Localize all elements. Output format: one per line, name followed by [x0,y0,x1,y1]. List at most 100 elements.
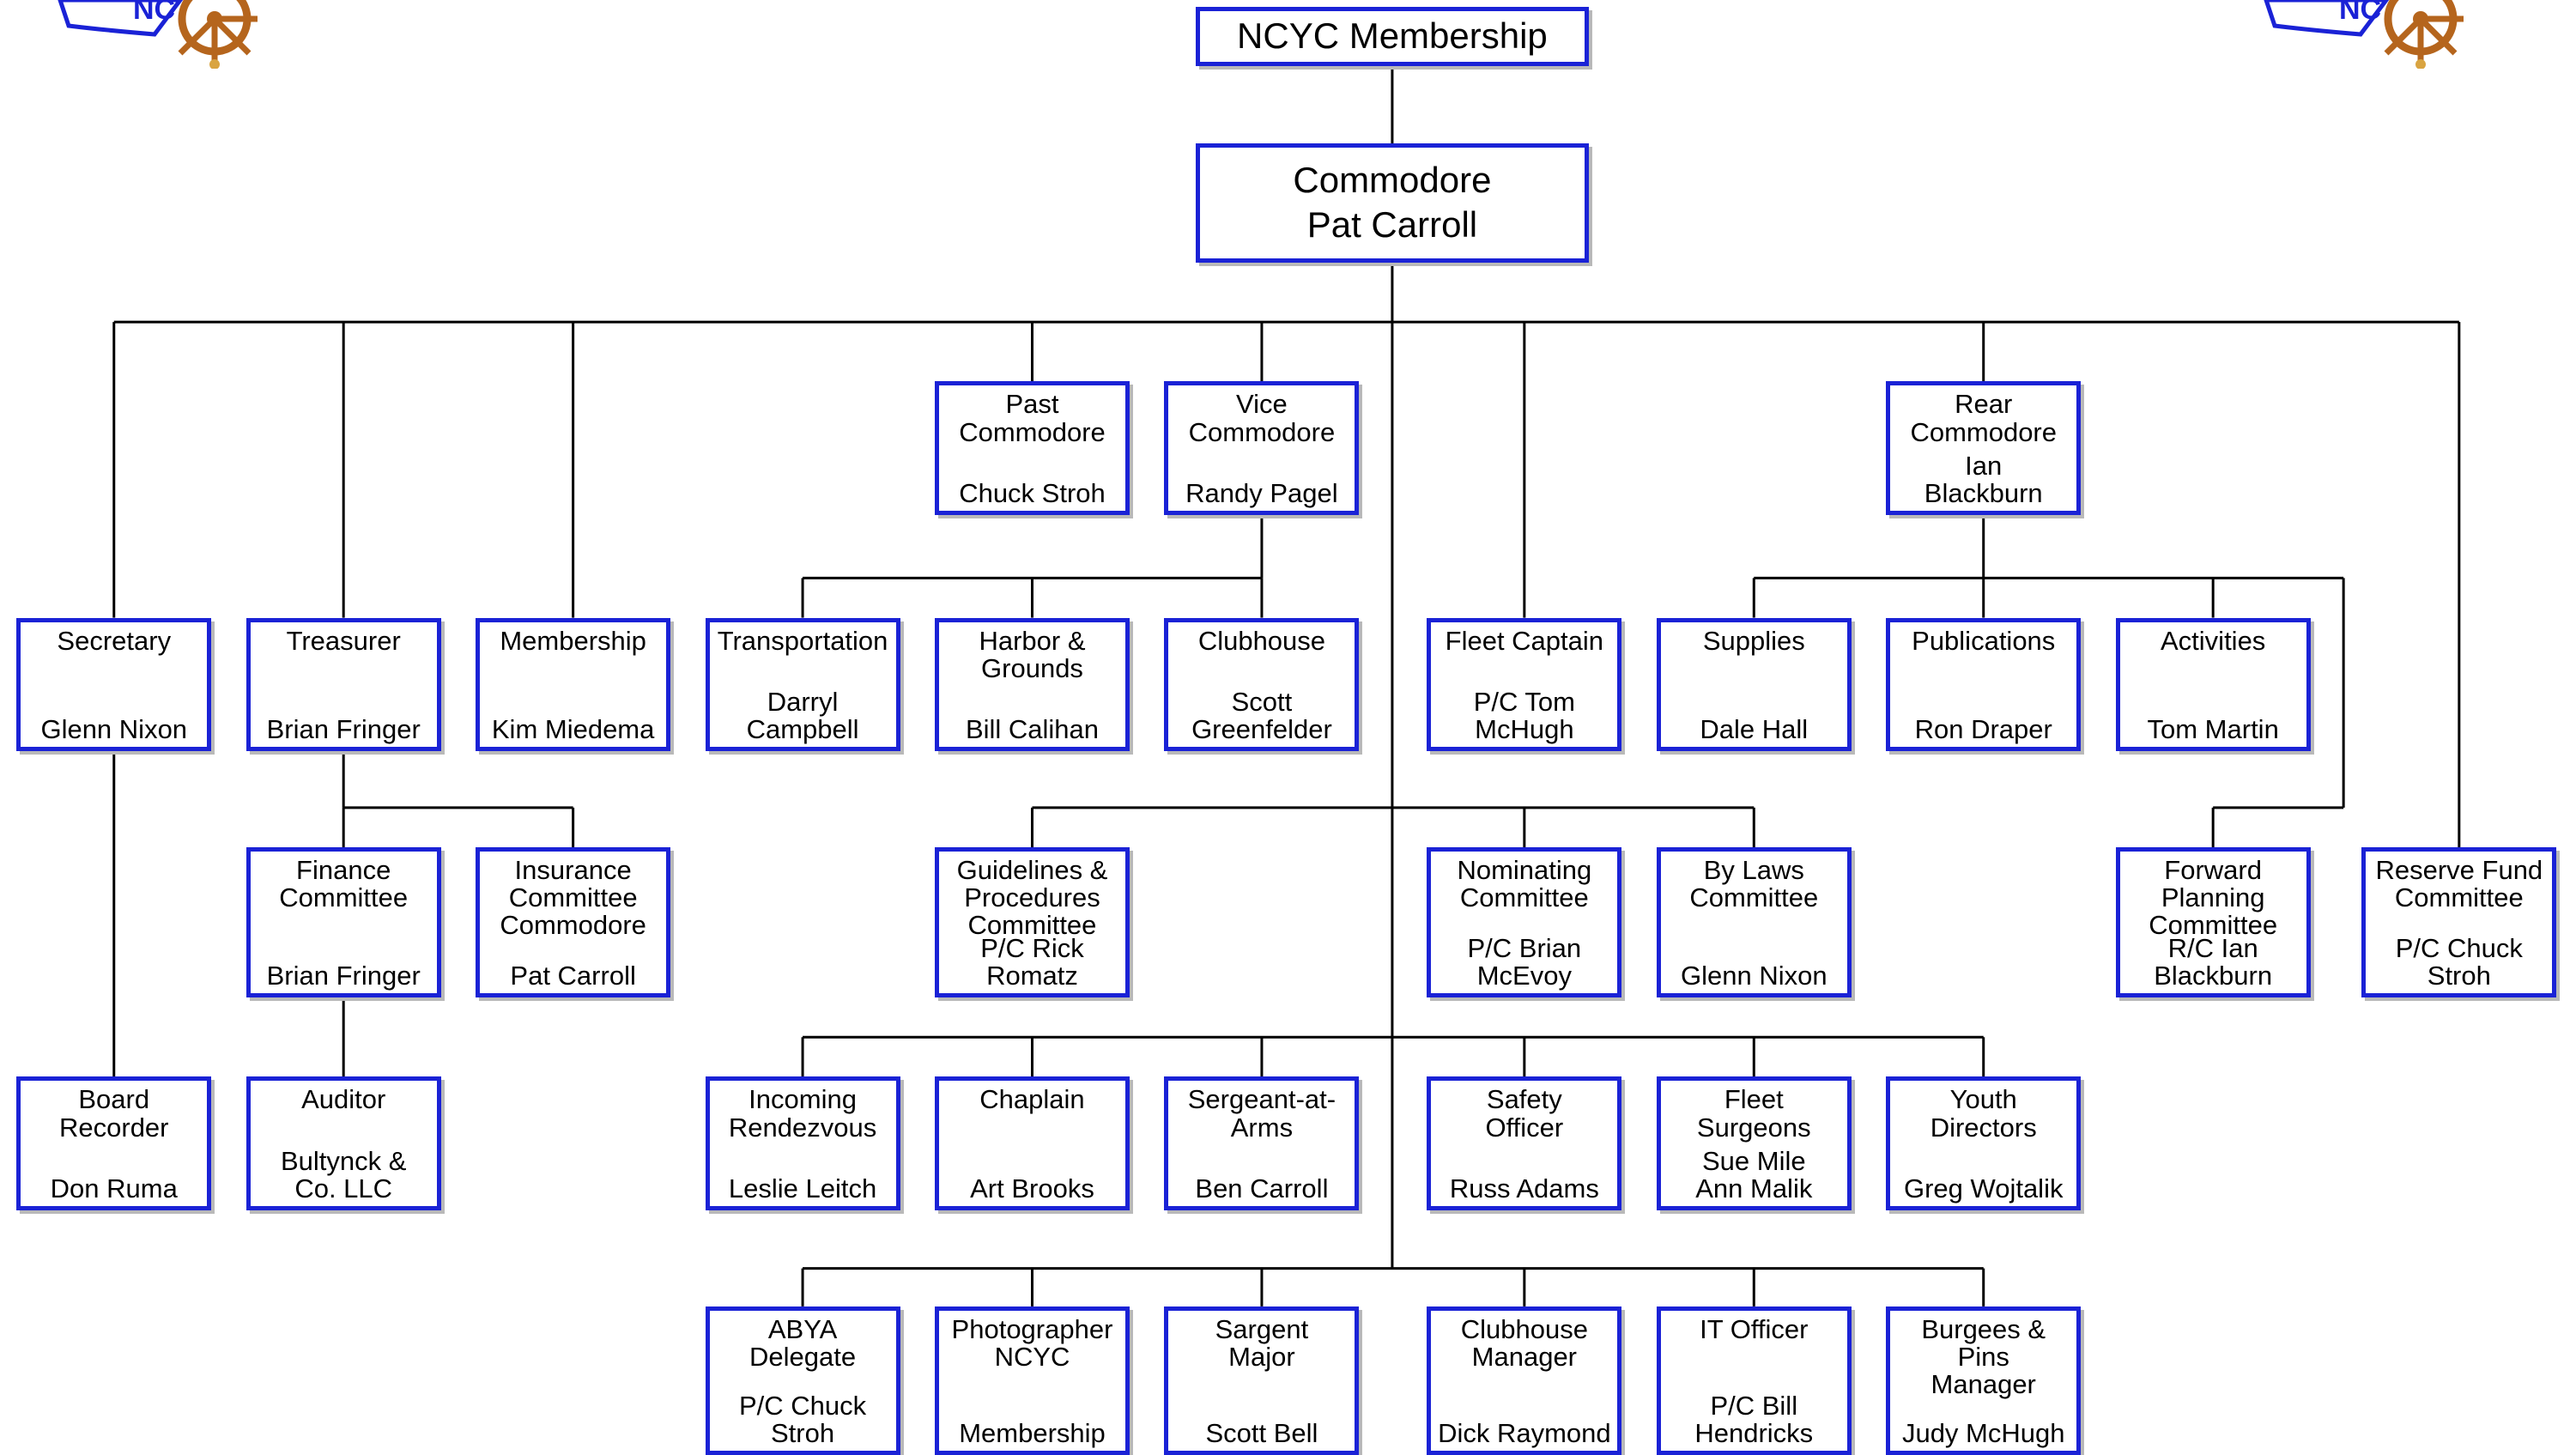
box-name: Greg Wojtalik [1903,1173,2064,1204]
club-logo-right-icon: NC [2258,0,2481,70]
box-name: Don Ruma [50,1173,178,1204]
box-title: Forward Planning Committee [2149,855,2278,941]
box-title: Harbor & Grounds [979,625,1086,683]
box-title: Burgees & Pins Manager [1921,1313,2046,1400]
box-title: Incoming Rendezvous [728,1084,877,1143]
box-name: Tom Martin [2147,714,2279,745]
box-title: Treasurer [286,625,401,656]
box-title: Guidelines & Procedures Committee [956,855,1108,941]
box-title: Clubhouse [1197,625,1326,656]
box-name: Randy Pagel [1185,478,1338,509]
box-title: Nominating Committee [1457,855,1592,913]
box-name: R/C Ian Blackburn [2154,932,2273,991]
box-title: Insurance Committee Commodore [500,855,646,941]
box-title: Vice Commodore [1188,389,1336,447]
box-title: Membership [500,625,646,656]
box-name: Pat Carroll [1306,204,1478,245]
box-title: IT Officer [1700,1313,1809,1344]
box-title: Transportation [717,625,888,656]
box-title: Finance Committee [279,855,409,913]
box-name: Judy McHugh [1901,1417,2065,1448]
box-name: Glenn Nixon [1680,960,1827,991]
box-title: Fleet Surgeons [1696,1084,1811,1143]
box-title: NCYC Membership [1237,15,1548,57]
box-name: Leslie Leitch [728,1173,877,1204]
box-name: Sue Mile Ann Malik [1695,1145,1813,1204]
box-name: Dale Hall [1700,714,1809,745]
box-title: Sergeant-at- Arms [1187,1084,1336,1143]
box-name: Pat Carroll [510,960,636,991]
box-title: Secretary [57,625,172,656]
box-title: ABYA Delegate [749,1313,857,1373]
box-title: Photographer NCYC [951,1313,1113,1373]
box-name: P/C Bill Hendricks [1694,1390,1814,1448]
box-name: Art Brooks [970,1173,1094,1204]
box-title: Activities [2161,625,2266,656]
box-title: Fleet Captain [1445,625,1604,656]
org-box-photographer: Photographer NCYC Membership [934,1306,1130,1455]
box-name: Bill Calihan [965,714,1100,745]
box-name: Ron Draper [1914,714,2052,745]
box-name: Ben Carroll [1195,1173,1329,1204]
club-logo-left-icon: NC [52,0,275,70]
box-name: P/C Brian McEvoy [1467,932,1582,991]
svg-text:NC: NC [133,0,175,26]
box-title: Chaplain [979,1084,1085,1115]
box-title: Past Commodore [959,389,1106,447]
box-title: Publications [1912,625,2056,656]
org-box-membership-top: NCYC Membership [1195,6,1589,66]
svg-text:NC: NC [2339,0,2381,26]
box-name: Kim Miedema [491,714,655,745]
box-title: Clubhouse Manager [1460,1313,1588,1373]
box-name: Darryl Campbell [746,686,859,745]
box-name: Brian Fringer [266,960,421,991]
box-name: Scott Greenfelder [1191,686,1332,745]
box-title: Youth Directors [1930,1084,2037,1143]
box-name: P/C Tom McHugh [1473,686,1575,745]
box-title: Reserve Fund Committee [2375,855,2543,913]
box-name: Brian Fringer [266,714,421,745]
box-title: Sargent Major [1215,1313,1309,1373]
box-name: Glenn Nixon [40,714,188,745]
box-name: Chuck Stroh [959,478,1106,509]
box-name: P/C Chuck Stroh [2395,932,2523,991]
box-title: Rear Commodore [1910,389,2057,447]
box-name: P/C Chuck Stroh [738,1390,867,1448]
box-name: Scott Bell [1205,1417,1318,1448]
box-name: Bultynck & Co. LLC [280,1145,407,1204]
box-name: Membership [959,1417,1106,1448]
box-title: Commodore [1293,160,1492,201]
box-name: Russ Adams [1449,1173,1599,1204]
